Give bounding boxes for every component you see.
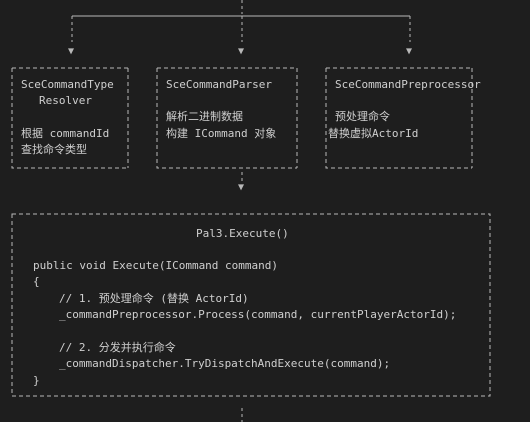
resolver-line1: SceCommandType (21, 78, 114, 91)
preprocessor-line3: 替换虚拟ActorId (328, 127, 419, 140)
execute-title: Pal3.Execute() (196, 227, 289, 240)
execute-comment-2: // 2. 分发并执行命令 (59, 341, 176, 354)
arrow-down-icon: ▼ (238, 182, 244, 193)
execute-close-brace: } (33, 374, 40, 387)
execute-call-1: _commandPreprocessor.Process(command, cu… (59, 308, 457, 321)
parser-line2: 解析二进制数据 (166, 110, 243, 123)
parser-line3: 构建 ICommand 对象 (166, 127, 277, 140)
parser-box (156, 67, 298, 169)
execute-open-brace: { (33, 275, 40, 288)
resolver-line3: 根据 commandId (21, 127, 110, 140)
resolver-line2: Resolver (39, 94, 92, 107)
execute-comment-1: // 1. 预处理命令 (替换 ActorId) (59, 292, 249, 305)
parser-line1: SceCommandParser (166, 78, 272, 91)
resolver-box (11, 67, 129, 169)
arrow-left-icon: ▼ (68, 46, 74, 57)
preprocessor-line1: SceCommandPreprocessor (335, 78, 481, 91)
execute-box (11, 213, 491, 397)
arrow-right-icon: ▼ (406, 46, 412, 57)
resolver-line4: 查找命令类型 (21, 143, 87, 156)
execute-call-2: _commandDispatcher.TryDispatchAndExecute… (59, 357, 391, 370)
preprocessor-line2: 预处理命令 (335, 110, 390, 123)
arrow-mid-icon: ▼ (238, 46, 244, 57)
preprocessor-box (325, 67, 473, 169)
execute-signature: public void Execute(ICommand command) (33, 259, 279, 272)
